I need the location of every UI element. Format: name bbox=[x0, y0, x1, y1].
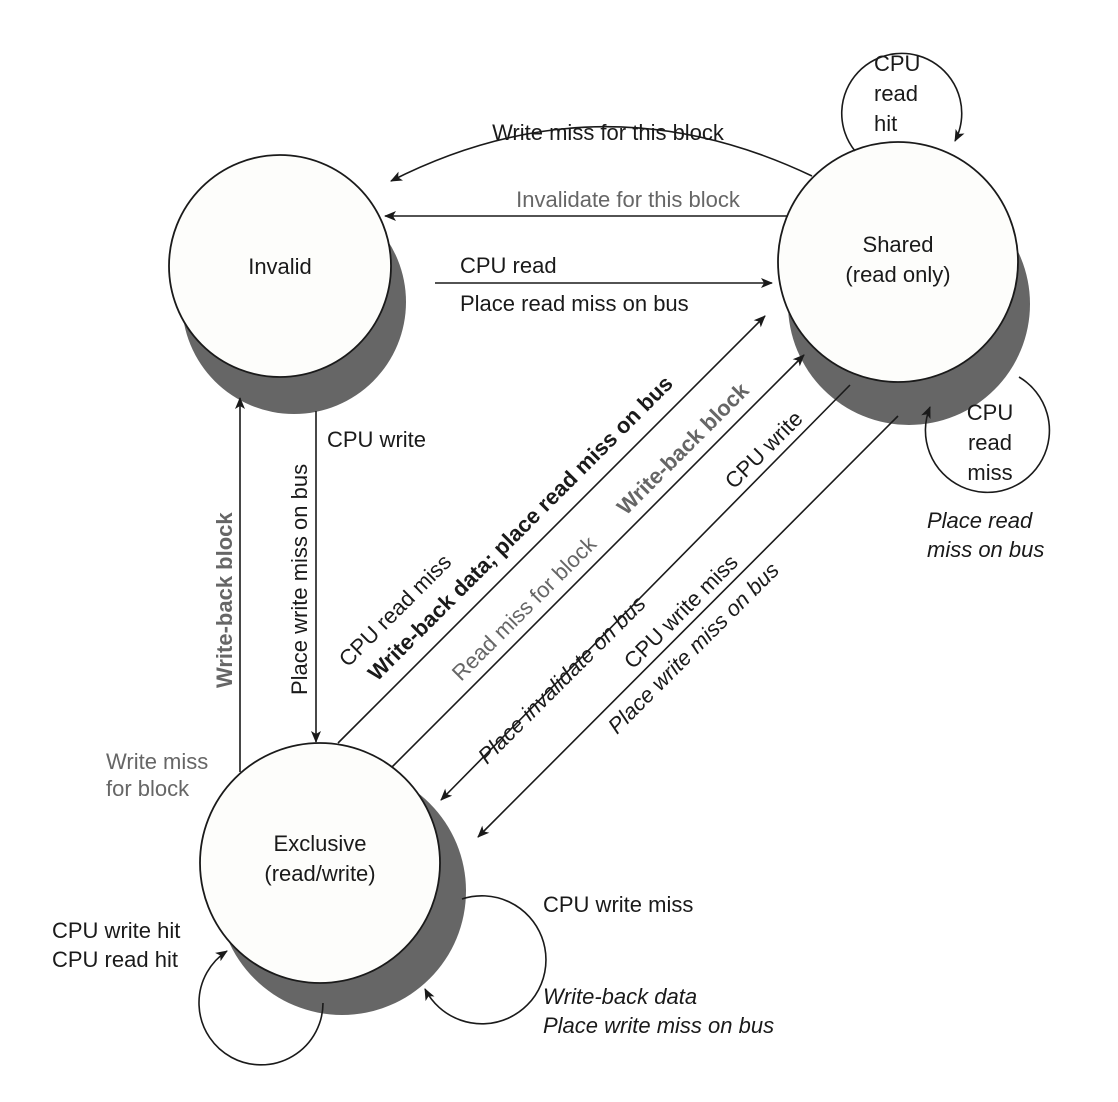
state-exclusive: Exclusive (read/write) bbox=[199, 742, 466, 1015]
edge-shared-self-read-miss bbox=[921, 376, 1051, 494]
edge-exclusive-to-shared-cpu-read-miss bbox=[337, 315, 766, 744]
edge-label-cpu-read: CPU read bbox=[460, 253, 557, 278]
edge-label-write-back-data: Write-back data bbox=[543, 984, 697, 1009]
edge-label-read-miss-3: miss bbox=[967, 460, 1012, 485]
state-label: Invalid bbox=[248, 254, 312, 279]
edge-label-cpu-write-diag: CPU write bbox=[720, 406, 808, 494]
edge-label-cpu-write: CPU write bbox=[327, 427, 426, 452]
edge-label-write-miss-for-block-1: Write miss bbox=[106, 749, 208, 774]
state-invalid: Invalid bbox=[168, 154, 406, 414]
edge-label-write-miss-for-block-2: for block bbox=[106, 776, 190, 801]
edge-label-cpu-read-hit: CPU read hit bbox=[52, 947, 178, 972]
edge-shared-to-invalid-write-miss bbox=[390, 125, 813, 182]
edge-label-invalidate-this-block: Invalidate for this block bbox=[516, 187, 741, 212]
edge-label-place-write-miss-self: Place write miss on bus bbox=[543, 1013, 774, 1038]
state-label-line2: (read only) bbox=[845, 262, 950, 287]
state-label-line2: (read/write) bbox=[264, 861, 375, 886]
edge-label-write-back-block: Write-back block bbox=[212, 512, 237, 688]
edge-label-cpu-write-hit: CPU write hit bbox=[52, 918, 180, 943]
state-circle bbox=[777, 141, 1019, 383]
edge-shared-to-exclusive-cpu-write-miss bbox=[477, 415, 899, 838]
edge-exclusive-self-write-miss bbox=[424, 895, 547, 1025]
edge-label-write-miss-this-block: Write miss for this block bbox=[492, 120, 725, 145]
state-label-line1: Exclusive bbox=[274, 831, 367, 856]
state-circle bbox=[199, 742, 441, 984]
edge-shared-to-exclusive-cpu-write bbox=[440, 384, 851, 801]
edge-label-read-miss-2: read bbox=[968, 430, 1012, 455]
edge-label-read-hit-1: CPU bbox=[874, 51, 920, 76]
state-circle bbox=[168, 154, 392, 378]
edge-label-read-miss-bus-2: miss on bus bbox=[927, 537, 1044, 562]
edge-exclusive-self-hit bbox=[198, 950, 324, 1066]
edge-exclusive-to-shared-read-miss-block bbox=[391, 354, 805, 768]
edge-label-read-hit-3: hit bbox=[874, 111, 897, 136]
edge-label-read-miss-1: CPU bbox=[967, 400, 1013, 425]
edge-label-place-read-miss: Place read miss on bus bbox=[460, 291, 689, 316]
edge-label-read-hit-2: read bbox=[874, 81, 918, 106]
state-label-line1: Shared bbox=[863, 232, 934, 257]
edge-label-read-miss-bus-1: Place read bbox=[927, 508, 1033, 533]
edge-label-place-write-miss: Place write miss on bus bbox=[287, 464, 312, 695]
state-shared: Shared (read only) bbox=[777, 141, 1030, 425]
edge-shared-self-read-hit bbox=[840, 52, 965, 152]
edge-label-cpu-write-miss-self: CPU write miss bbox=[543, 892, 693, 917]
